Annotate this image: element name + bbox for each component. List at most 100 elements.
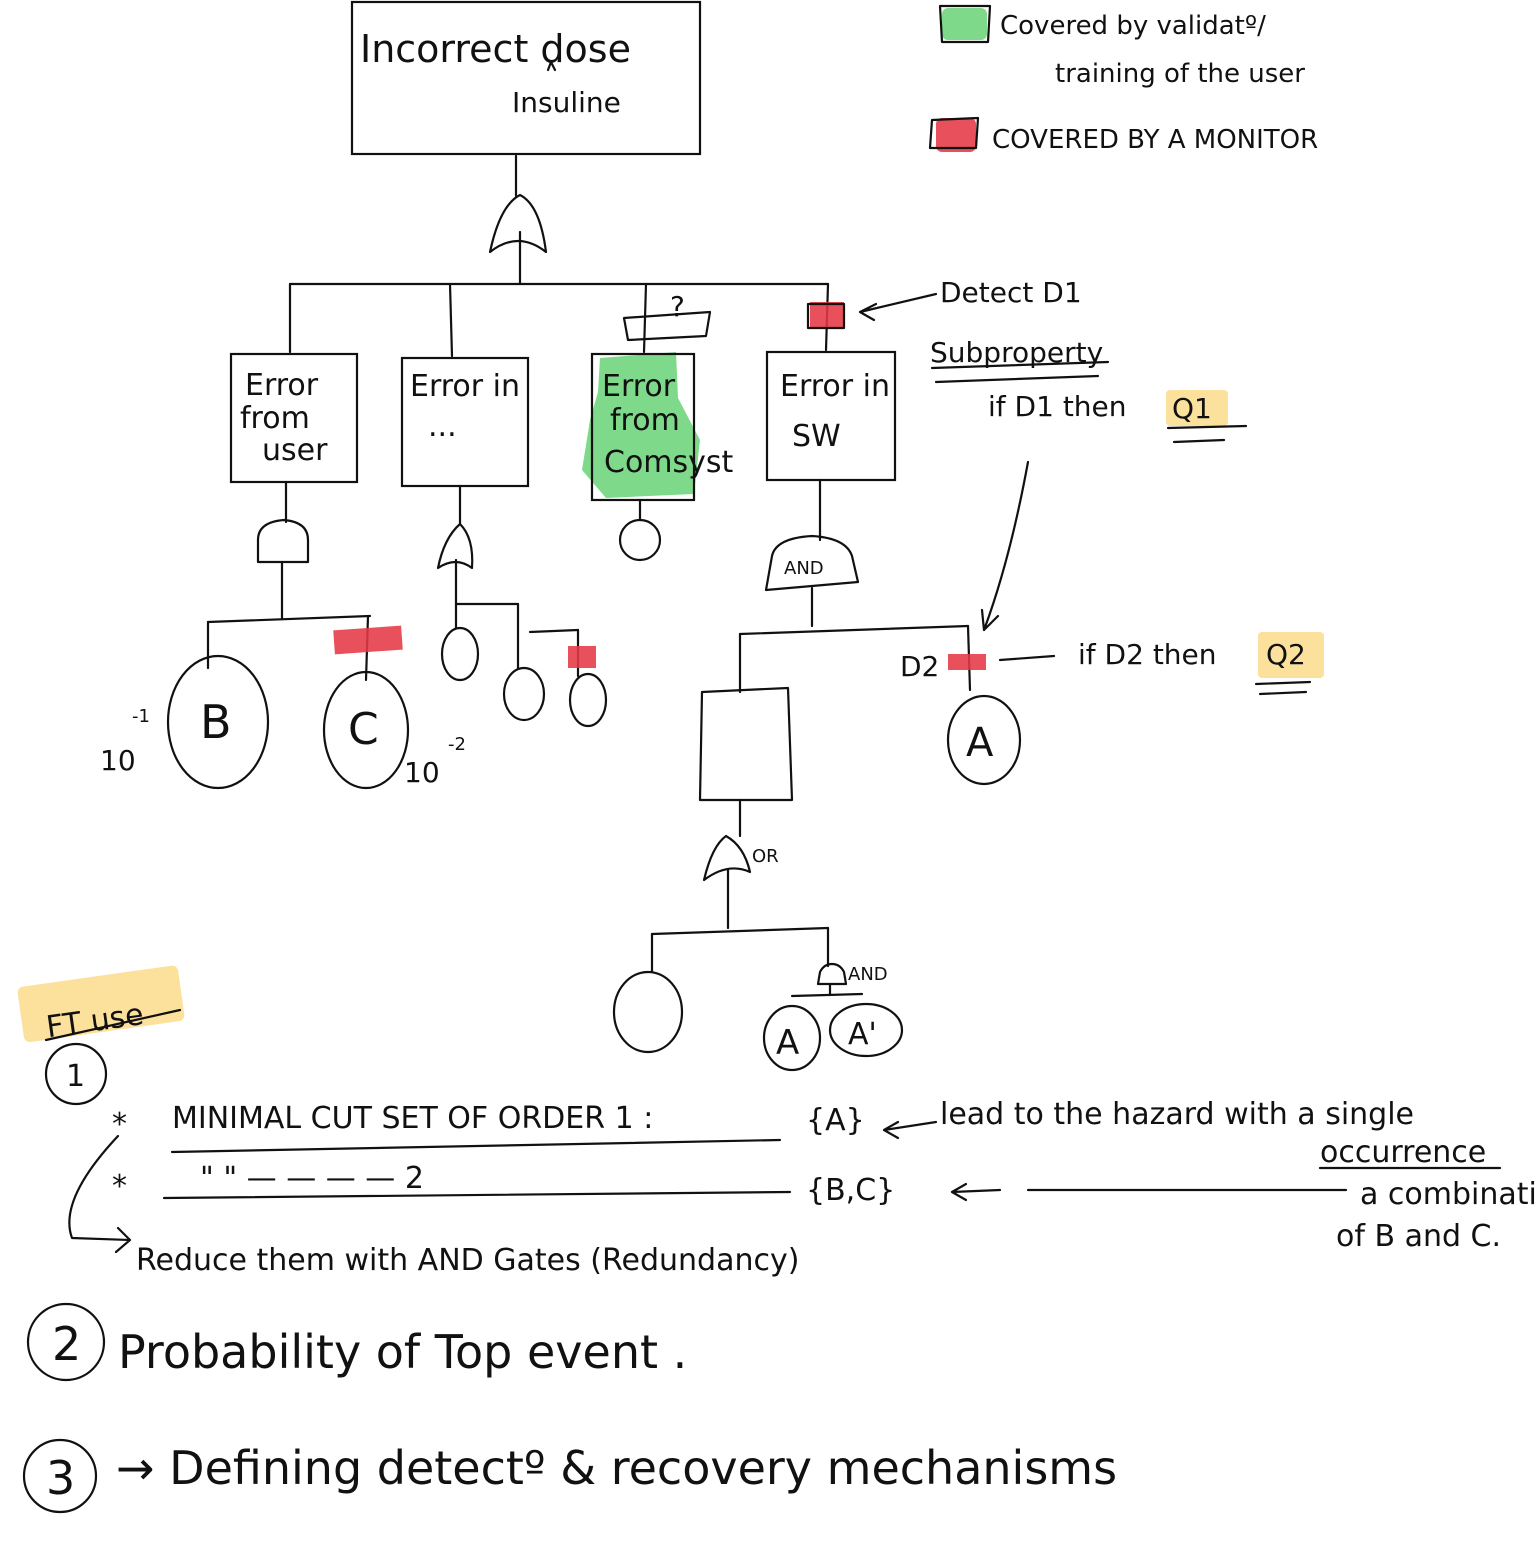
event-error-from-comsyst: Error from Comsyst <box>582 352 734 562</box>
top-event-line2: Insuline <box>512 86 621 119</box>
cut-set-1-value: {A} <box>806 1103 865 1138</box>
event-label-line2: from <box>610 403 680 438</box>
underline <box>930 360 1110 370</box>
monitor-c-marker <box>333 625 403 655</box>
legend-red-box <box>928 116 980 150</box>
event-label-line2: ... <box>428 409 457 444</box>
curved-arrow-icon <box>68 1134 132 1254</box>
basic-event-a-lower <box>762 1004 822 1072</box>
event-error-from-user: Error from user <box>229 352 359 484</box>
arrow-left-icon <box>950 1182 1002 1202</box>
d2-target: Q2 <box>1266 638 1306 671</box>
green-coverage-highlight <box>582 352 700 498</box>
step-2-number: 2 <box>52 1317 81 1371</box>
monitor-d1-marker <box>810 302 844 328</box>
insert-caret <box>546 60 557 72</box>
prob-c-exp: -2 <box>448 734 466 755</box>
and-gate-sw <box>764 534 860 592</box>
reduce-note: Reduce them with AND Gates (Redundancy) <box>136 1243 799 1278</box>
step-1-circle <box>44 1042 108 1106</box>
legend-red-label: COVERED BY A MONITOR <box>992 125 1318 155</box>
connector <box>206 614 372 624</box>
arrow-left-icon <box>858 292 938 322</box>
or-gate-label: OR <box>752 846 779 867</box>
basic-event-a-lower-label: A <box>776 1023 799 1063</box>
cut-set-line1: MINIMAL CUT SET OF ORDER 1 : <box>172 1101 653 1136</box>
question-box <box>622 310 712 342</box>
subproperty-rule: if D1 then <box>988 390 1127 423</box>
bullet-star: * <box>112 1107 127 1142</box>
underline <box>1166 424 1248 430</box>
basic-event-b <box>166 654 270 790</box>
d2-rule: if D2 then <box>1078 638 1217 671</box>
or-gate-sw <box>702 834 752 882</box>
event-label-line1: Error <box>602 369 676 404</box>
basic-event-c-label: C <box>348 704 379 755</box>
top-event: Incorrect dose Insuline <box>350 0 702 198</box>
legend-green-box <box>938 4 992 44</box>
event-label-line1: Error in <box>780 369 890 404</box>
legend-green-label: Covered by validatº/ <box>1000 11 1266 41</box>
bullet-star: * <box>112 1169 127 1204</box>
underline <box>1258 690 1308 696</box>
underline <box>1254 680 1312 686</box>
basic-event-a-label: A <box>966 720 994 766</box>
connector <box>790 992 864 998</box>
d2-tag: D2 <box>900 650 939 683</box>
q1-highlight <box>1166 390 1228 426</box>
monitor-d2-marker <box>948 654 986 670</box>
top-event-box <box>350 0 702 156</box>
connector <box>528 628 580 634</box>
event-label-line1: Error in <box>410 369 520 404</box>
event-label-line3: Comsyst <box>604 445 734 480</box>
detect-label: Detect D1 <box>940 276 1082 309</box>
prob-b-exp: -1 <box>132 706 150 727</box>
event-label-line2: from <box>240 401 310 436</box>
and-gate-small-label: AND <box>848 964 888 985</box>
connector <box>642 282 648 354</box>
monitor-marker <box>568 646 596 668</box>
legend-green-label-line2: training of the user <box>1055 59 1305 89</box>
arrow-left-icon <box>882 1120 938 1140</box>
connector <box>448 282 454 358</box>
basic-event-a-prime <box>828 1002 904 1058</box>
legend-green-swatch <box>942 8 987 40</box>
legend: Covered by validatº/ training of the use… <box>928 4 1318 155</box>
underline <box>934 374 1100 384</box>
basic-event-unnamed <box>612 970 684 1054</box>
prob-c: 10 <box>404 756 440 789</box>
cut-set-2-note: a combination <box>1360 1177 1536 1212</box>
step-2-text: Probability of Top event . <box>118 1325 687 1379</box>
connector <box>738 624 970 636</box>
underline <box>162 1190 792 1200</box>
prob-b: 10 <box>100 744 136 777</box>
event-label-line2: SW <box>792 419 841 454</box>
cut-set-1-note-line2: occurrence <box>1320 1135 1486 1170</box>
event-box <box>765 350 897 482</box>
arrow-left-icon <box>998 654 1056 662</box>
step-3-text: → Defining detectº & recovery mechanisms <box>116 1441 1117 1495</box>
cut-set-line2: " " — — — — 2 <box>200 1161 424 1196</box>
question-mark: ? <box>670 290 685 323</box>
and-gate-sw-label: AND <box>784 558 824 579</box>
step-3-number: 3 <box>46 1451 75 1505</box>
basic-event-b-label: B <box>200 695 232 749</box>
event-box <box>229 352 359 484</box>
event-label-line3: user <box>262 433 328 468</box>
basic-event-unnamed <box>440 626 480 682</box>
legend-red-swatch <box>936 118 976 152</box>
event-box <box>400 356 530 488</box>
intermediate-event-box <box>698 686 794 802</box>
basic-event-unnamed <box>502 666 546 722</box>
basic-event-c <box>322 670 410 790</box>
monitor-d1-box <box>806 302 846 330</box>
notes: FT use 1 * MINIMAL CUT SET OF ORDER 1 : … <box>17 965 1536 1514</box>
step-1-number: 1 <box>66 1059 85 1094</box>
basic-event-a-prime-label: A' <box>848 1017 877 1052</box>
and-gate-small <box>816 962 848 986</box>
and-gate-user <box>256 518 310 564</box>
undeveloped-event <box>618 518 662 562</box>
underline <box>1172 438 1226 444</box>
step-3-circle <box>22 1438 98 1514</box>
